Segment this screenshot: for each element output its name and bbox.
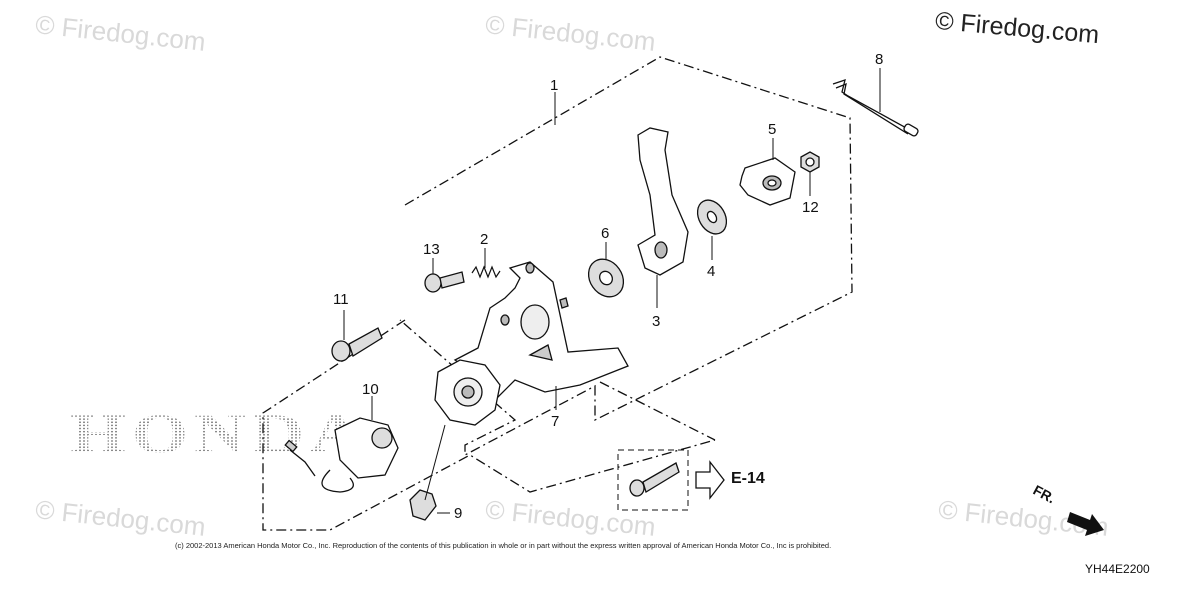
diagram-code: YH44E2200 bbox=[1085, 562, 1150, 576]
callout-10: 10 bbox=[362, 381, 379, 398]
callout-12: 12 bbox=[802, 199, 819, 216]
callout-7: 7 bbox=[551, 413, 559, 430]
front-direction-arrow bbox=[1067, 512, 1104, 536]
reference-label[interactable]: E-14 bbox=[731, 470, 765, 487]
copyright-notice: (c) 2002-2013 American Honda Motor Co., … bbox=[175, 541, 832, 550]
subassembly-outline bbox=[262, 319, 716, 531]
reference-arrow bbox=[695, 460, 725, 500]
bolt-part-11 bbox=[331, 327, 383, 362]
callout-4: 4 bbox=[707, 263, 715, 280]
reference-bolt bbox=[629, 462, 680, 497]
callout-1: 1 bbox=[550, 77, 558, 94]
honda-brand-mark: HONDA bbox=[70, 402, 368, 466]
washer-part-6 bbox=[587, 258, 625, 298]
reference-box bbox=[617, 449, 689, 511]
callout-2: 2 bbox=[480, 231, 488, 248]
callout-13: 13 bbox=[423, 241, 440, 258]
callout-5: 5 bbox=[768, 121, 776, 138]
nut-part-12 bbox=[800, 151, 820, 173]
clip-part-9 bbox=[409, 489, 437, 521]
plate-part-5 bbox=[739, 157, 796, 206]
callout-3: 3 bbox=[652, 313, 660, 330]
callout-6: 6 bbox=[601, 225, 609, 242]
callout-8: 8 bbox=[875, 51, 883, 68]
gear-knob bbox=[434, 359, 501, 426]
throttle-rod bbox=[832, 79, 919, 137]
screw-part-13 bbox=[424, 271, 465, 293]
assembly-outline bbox=[399, 56, 853, 457]
callout-11: 11 bbox=[333, 291, 349, 308]
switch-part-10 bbox=[284, 417, 399, 493]
lever-part-3 bbox=[637, 127, 689, 276]
spring-part-2 bbox=[471, 265, 501, 279]
washer-part-4 bbox=[696, 199, 728, 235]
callout-9: 9 bbox=[454, 505, 462, 522]
